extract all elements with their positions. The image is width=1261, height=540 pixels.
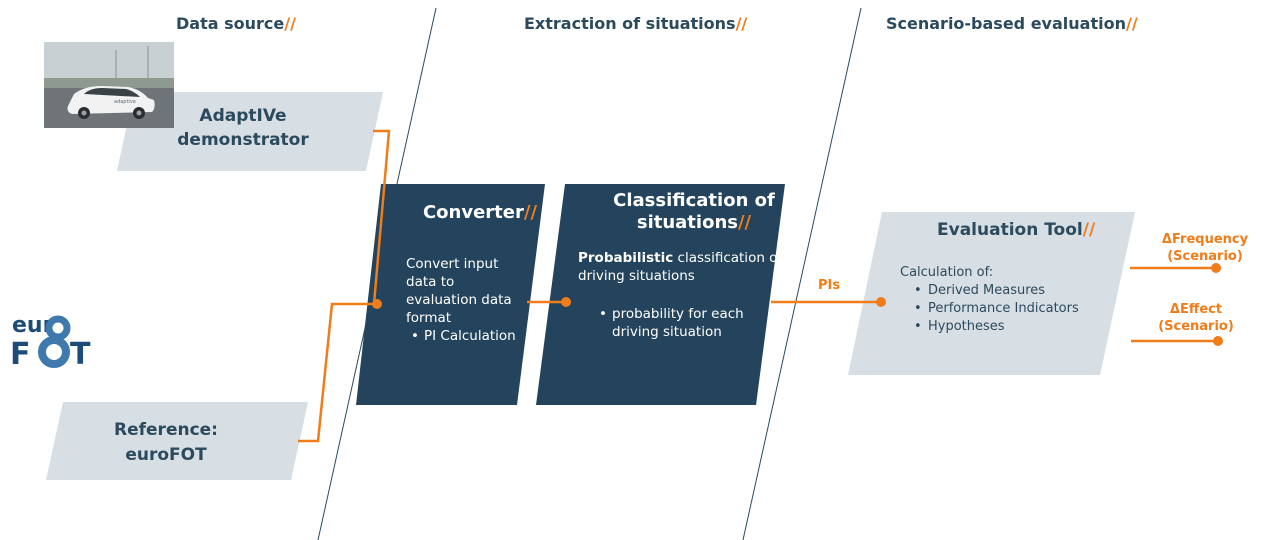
reference-label-line2: euroFOT (125, 445, 207, 465)
effect-output-dot (1213, 336, 1223, 346)
section-slash: // (284, 14, 296, 33)
evaluation-title-slash: // (1082, 220, 1096, 240)
logo-text-f: F (10, 337, 31, 372)
frequency-output-label: ΔFrequency (Scenario) (1154, 231, 1256, 265)
section-title: Extraction of situations (524, 14, 736, 33)
classification-description-rest: classification of driving situations (578, 250, 783, 284)
section-title: Data source (176, 14, 285, 33)
section-header-data-source: Data source// (176, 14, 296, 33)
converter-body: Convert input data to evaluation data fo… (406, 255, 524, 345)
classification-input-dot (561, 297, 571, 307)
reference-label-line1: Reference: (114, 420, 218, 440)
classification-title: Classification of situations// (594, 190, 794, 234)
frequency-output-dot (1211, 263, 1221, 273)
converter-title: Converter// (400, 202, 560, 224)
evaluation-body: Calculation of: Derived Measures Perform… (900, 264, 1120, 336)
effect-output-line2: (Scenario) (1158, 319, 1234, 334)
converter-box (356, 184, 545, 405)
evaluation-intro: Calculation of: (900, 265, 994, 280)
car-door-lettering: adaptive (114, 99, 136, 105)
effect-output-line1: ΔEffect (1169, 302, 1223, 317)
converter-bullet: PI Calculation (411, 327, 524, 345)
demonstrator-box (117, 92, 383, 171)
evaluation-title: Evaluation Tool// (937, 220, 1095, 240)
classification-bullet-list: probability for each driving situation (578, 305, 783, 341)
classification-bold-term: Probabilistic (578, 250, 674, 266)
converter-description: Convert input data to evaluation data fo… (406, 256, 512, 326)
evaluation-bullet: Derived Measures (914, 282, 1120, 300)
logo-text-t: T (70, 337, 91, 372)
converter-title-text: Converter (422, 202, 524, 223)
logo-eight-mark (38, 315, 71, 368)
reference-connector (298, 302, 374, 443)
classification-body: Probabilistic classification of driving … (578, 249, 783, 341)
evaluation-bullet: Performance Indicators (914, 300, 1120, 318)
classification-bullet: probability for each driving situation (599, 305, 783, 341)
section-header-evaluation: Scenario-based evaluation// (886, 14, 1138, 33)
classification-box (536, 184, 785, 405)
evaluation-title-text: Evaluation Tool (937, 220, 1083, 240)
section-header-extraction: Extraction of situations// (524, 14, 747, 33)
evaluation-input-dot (876, 297, 886, 307)
evaluation-bullet-list: Derived Measures Performance Indicators … (900, 282, 1120, 336)
pis-label: PIs (818, 278, 841, 293)
car-illustration: adaptive (44, 42, 174, 128)
section-title: Scenario-based evaluation (886, 14, 1126, 33)
converter-title-slash: // (523, 202, 538, 223)
evaluation-bullet: Hypotheses (914, 318, 1120, 336)
classification-title-text: situations (636, 212, 738, 233)
section-slash: // (1125, 14, 1138, 33)
reference-box (46, 402, 308, 480)
section-slash: // (735, 14, 748, 33)
frequency-output-line2: (Scenario) (1167, 249, 1243, 264)
classification-title-line1: Classification of (613, 190, 775, 211)
classification-title-slash: // (737, 212, 752, 233)
demonstrator-car-photo: adaptive (44, 42, 174, 128)
converter-bullet-list: PI Calculation (406, 327, 524, 345)
eurofot-logo: eur F T (10, 313, 91, 372)
demonstrator-label: AdaptIVe demonstrator (177, 106, 309, 150)
frequency-output-line1: ΔFrequency (1161, 232, 1249, 247)
demonstrator-connector (372, 129, 391, 305)
section-divider-right (742, 7, 862, 540)
classification-title-line2: situations// (594, 212, 794, 234)
classification-description: Probabilistic classification of driving … (578, 249, 783, 285)
effect-output-label: ΔEffect (Scenario) (1146, 301, 1246, 335)
converter-input-dot (372, 299, 382, 309)
